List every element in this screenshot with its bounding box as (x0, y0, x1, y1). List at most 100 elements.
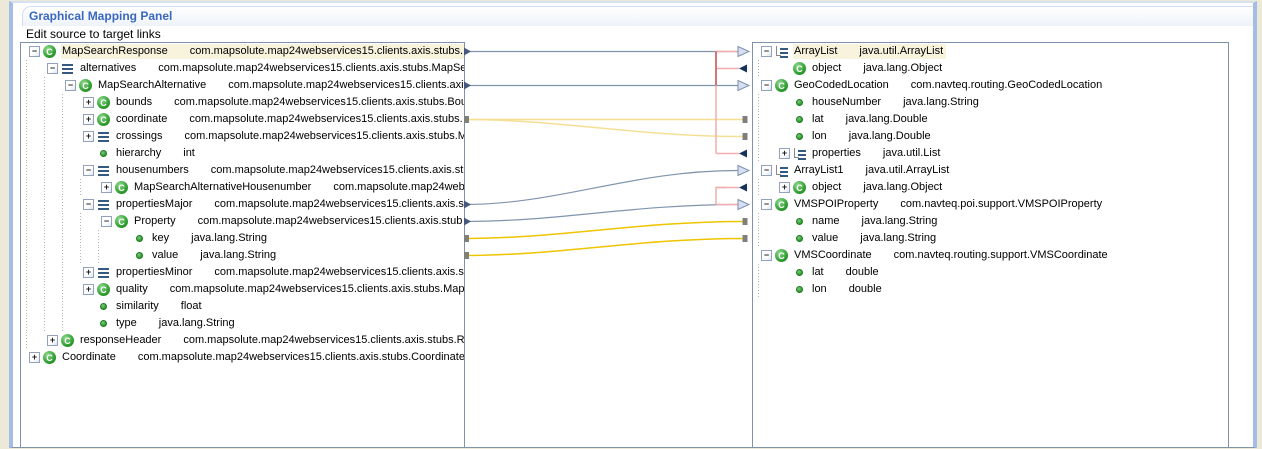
tree-guide-line (753, 145, 771, 162)
collapse-toggle-icon[interactable]: − (29, 46, 40, 57)
tree-guide-line (21, 315, 39, 332)
node-name: value (812, 232, 839, 244)
tree-row[interactable]: +Coordinatecom.mapsolute.map24webservice… (21, 349, 464, 366)
expand-toggle-icon[interactable]: + (83, 267, 94, 278)
tree-guide-line (39, 298, 57, 315)
collapse-toggle-icon[interactable]: − (65, 80, 76, 91)
tree-guide-line (39, 196, 57, 213)
source-tree-panel[interactable]: −MapSearchResponsecom.mapsolute.map24web… (20, 42, 465, 448)
tree-guide-line (39, 230, 57, 247)
tree-guide-line (21, 128, 39, 145)
collapse-toggle-icon[interactable]: − (761, 199, 772, 210)
expand-toggle-icon[interactable]: + (83, 114, 94, 125)
node-type: java.lang.String (903, 96, 979, 108)
tree-row[interactable]: + MapSearchAlternativeHousenumbercom.maps… (21, 179, 464, 196)
field-icon (793, 266, 806, 279)
collapse-toggle-icon[interactable]: − (83, 165, 94, 176)
collapse-toggle-icon[interactable]: − (761, 46, 772, 57)
tree-row[interactable]: −Propertycom.mapsolute.map24webservices1… (21, 213, 464, 230)
node-type: com.mapsolute.map24webservices15.clients… (189, 113, 463, 125)
expand-toggle-icon[interactable]: + (83, 131, 94, 142)
node-type: java.lang.Object (863, 62, 943, 74)
expand-toggle-icon[interactable]: + (779, 148, 790, 159)
collapse-toggle-icon[interactable]: − (83, 199, 94, 210)
node-name: name (812, 215, 840, 227)
collapse-toggle-icon[interactable]: − (101, 216, 112, 227)
tree-row[interactable]: −MapSearchResponsecom.mapsolute.map24web… (21, 43, 464, 60)
node-name: value (152, 249, 179, 261)
node-type: com.navteq.routing.support.VMSCoordinate (893, 249, 1108, 261)
collapse-toggle-icon[interactable]: − (761, 165, 772, 176)
collapse-toggle-icon[interactable]: − (47, 63, 58, 74)
node-type: java.lang.Object (863, 181, 943, 193)
tree-row[interactable]: −VMSCoordinatecom.navteq.routing.support… (753, 247, 1228, 264)
tree-row[interactable]: name java.lang.String (753, 213, 1228, 230)
node-type: com.mapsolute.map24webservices15.clients… (184, 130, 465, 142)
tree-guide-line (21, 179, 39, 196)
tree-guide-line (39, 162, 57, 179)
node-name: properties (812, 147, 861, 159)
expand-toggle-icon[interactable]: + (29, 352, 40, 363)
tree-guide-line (57, 196, 75, 213)
tree-row[interactable]: −MapSearchAlternativecom.mapsolute.map24… (21, 77, 464, 94)
tree-guide-line (57, 264, 75, 281)
tree-row[interactable]: +qualitycom.mapsolute.map24webservices15… (21, 281, 464, 298)
node-name: lat (812, 113, 824, 125)
expand-toggle-icon[interactable]: + (101, 182, 112, 193)
collapse-toggle-icon[interactable]: − (761, 80, 772, 91)
tree-guide-line (21, 162, 39, 179)
tree-row[interactable]: +coordinatecom.mapsolute.map24webservice… (21, 111, 464, 128)
collapse-toggle-icon[interactable]: − (761, 250, 772, 261)
expand-toggle-icon[interactable]: + (779, 182, 790, 193)
node-name: lon (812, 130, 827, 142)
node-type: com.mapsolute.map24webservices15.clients… (137, 351, 465, 363)
tree-guide-line (93, 247, 111, 264)
target-tree-panel[interactable]: −ArrayListjava.util.ArrayListobjectjava.… (752, 42, 1229, 448)
tree-row[interactable]: +boundscom.mapsolute.map24webservices15.… (21, 94, 464, 111)
expand-toggle-icon[interactable]: + (47, 335, 58, 346)
node-type: com.mapsolute.map24webservices15.clients… (189, 45, 465, 57)
collection-icon (61, 62, 74, 75)
tree-row[interactable]: − GeoCodedLocationcom.navteq.routing.GeoC… (753, 77, 1228, 94)
node-name: ArrayList (794, 45, 838, 57)
tree-row[interactable]: −VMSPOIPropertycom.navteq.poi.support.VM… (753, 196, 1228, 213)
tree-guide-line (753, 94, 771, 111)
node-type: java.lang.String (861, 215, 938, 227)
tree-row[interactable]: +responseHeadercom.mapsolute.map24webser… (21, 332, 464, 349)
tree-guide-line (57, 315, 75, 332)
expand-toggle-icon[interactable]: + (83, 97, 94, 108)
tree-guide-line (39, 179, 57, 196)
field-icon (793, 130, 806, 143)
expand-toggle-icon[interactable]: + (83, 284, 94, 295)
page-title: Graphical Mapping Panel (29, 9, 173, 23)
